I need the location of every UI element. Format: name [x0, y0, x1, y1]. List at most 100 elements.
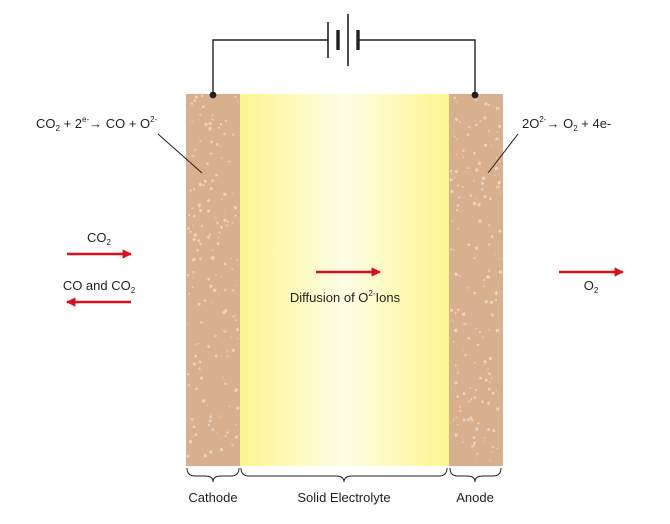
- pore-dot: [478, 202, 481, 205]
- pore-dot: [226, 350, 228, 352]
- pore-dot: [467, 336, 470, 340]
- pore-dot: [453, 96, 456, 100]
- pore-dot: [216, 242, 220, 246]
- pore-dot: [455, 364, 457, 367]
- cathode-terminal: [209, 91, 217, 99]
- pore-dot: [220, 198, 223, 201]
- pore-dot: [188, 162, 190, 165]
- pore-dot: [214, 335, 217, 338]
- pore-dot: [483, 364, 485, 366]
- pore-dot: [478, 331, 482, 334]
- pore-dot: [222, 330, 225, 333]
- pore-dot: [201, 94, 204, 98]
- co-output-label: CO and CO2: [62, 278, 136, 295]
- pore-dot: [484, 314, 486, 316]
- pore-dot: [231, 268, 234, 271]
- pore-dot: [224, 288, 227, 292]
- pore-dot: [494, 253, 496, 255]
- pore-dot: [461, 312, 466, 316]
- pore-dot: [483, 194, 487, 199]
- pore-dot: [479, 376, 482, 380]
- pore-dot: [219, 447, 224, 452]
- pore-dot: [215, 143, 219, 146]
- anode-label: Anode: [456, 490, 494, 505]
- pore-dot: [496, 130, 498, 133]
- pore-dot: [474, 119, 476, 122]
- pore-dot: [209, 140, 214, 144]
- pore-dot: [480, 181, 485, 185]
- pore-dot: [464, 354, 467, 357]
- pore-dot: [483, 143, 488, 147]
- pore-dot: [224, 119, 227, 122]
- pore-dot: [475, 99, 478, 102]
- pore-dot: [198, 360, 202, 364]
- pore-dot: [220, 276, 222, 278]
- pore-dot: [193, 99, 197, 103]
- pore-dot: [467, 243, 471, 246]
- pore-dot: [223, 192, 227, 196]
- pore-dot: [488, 356, 493, 361]
- pore-dot: [231, 443, 234, 446]
- pore-dot: [488, 372, 491, 376]
- pore-dot: [490, 313, 494, 317]
- pore-dot: [475, 123, 478, 127]
- pore-dot: [462, 418, 466, 422]
- pore-dot: [496, 407, 500, 411]
- pore-dot: [237, 100, 239, 102]
- pore-dot: [191, 207, 194, 210]
- pore-dot: [192, 277, 194, 279]
- pore-dot: [187, 373, 190, 376]
- pore-dot: [236, 406, 240, 410]
- porous-texture: [186, 94, 503, 462]
- pore-dot: [487, 368, 489, 371]
- cathode-label: Cathode: [188, 490, 238, 505]
- pore-dot: [219, 145, 222, 147]
- pore-dot: [200, 224, 203, 227]
- pore-dot: [191, 225, 194, 227]
- pore-dot: [234, 314, 237, 316]
- pore-dot: [220, 226, 224, 229]
- pore-dot: [211, 257, 215, 261]
- pore-dot: [198, 182, 203, 187]
- pore-dot: [453, 176, 456, 179]
- pore-dot: [192, 362, 197, 366]
- pore-dot: [232, 192, 234, 194]
- pore-dot: [453, 249, 456, 251]
- pore-dot: [232, 315, 235, 318]
- pore-dot: [190, 418, 194, 421]
- pore-dot: [498, 124, 502, 129]
- pore-dot: [476, 343, 480, 347]
- pore-dot: [207, 235, 211, 239]
- pore-dot: [216, 221, 219, 225]
- pore-dot: [482, 336, 484, 338]
- pore-dot: [462, 156, 464, 158]
- pore-dot: [487, 130, 490, 133]
- pore-dot: [489, 460, 492, 462]
- pore-dot: [231, 221, 234, 224]
- pore-dot: [191, 259, 194, 262]
- pore-dot: [235, 319, 238, 322]
- pore-dot: [218, 294, 220, 296]
- pore-dot: [451, 386, 453, 388]
- pore-dot: [452, 340, 455, 343]
- pore-dot: [496, 106, 500, 110]
- pore-dot: [232, 289, 235, 292]
- pore-dot: [484, 102, 488, 106]
- pore-dot: [236, 259, 239, 261]
- pore-dot: [495, 137, 499, 141]
- pore-dot: [462, 149, 465, 152]
- pore-dot: [481, 188, 484, 191]
- pore-dot: [458, 274, 461, 277]
- pore-dot: [486, 275, 490, 279]
- pore-dot: [488, 224, 491, 226]
- pore-dot: [494, 166, 499, 171]
- pore-dot: [457, 184, 460, 187]
- pore-dot: [234, 388, 239, 392]
- pore-dot: [456, 203, 460, 207]
- anode-brace: [449, 467, 502, 483]
- pore-dot: [188, 292, 191, 295]
- pore-dot: [226, 431, 229, 434]
- pore-dot: [189, 189, 192, 192]
- pore-dot: [483, 285, 485, 288]
